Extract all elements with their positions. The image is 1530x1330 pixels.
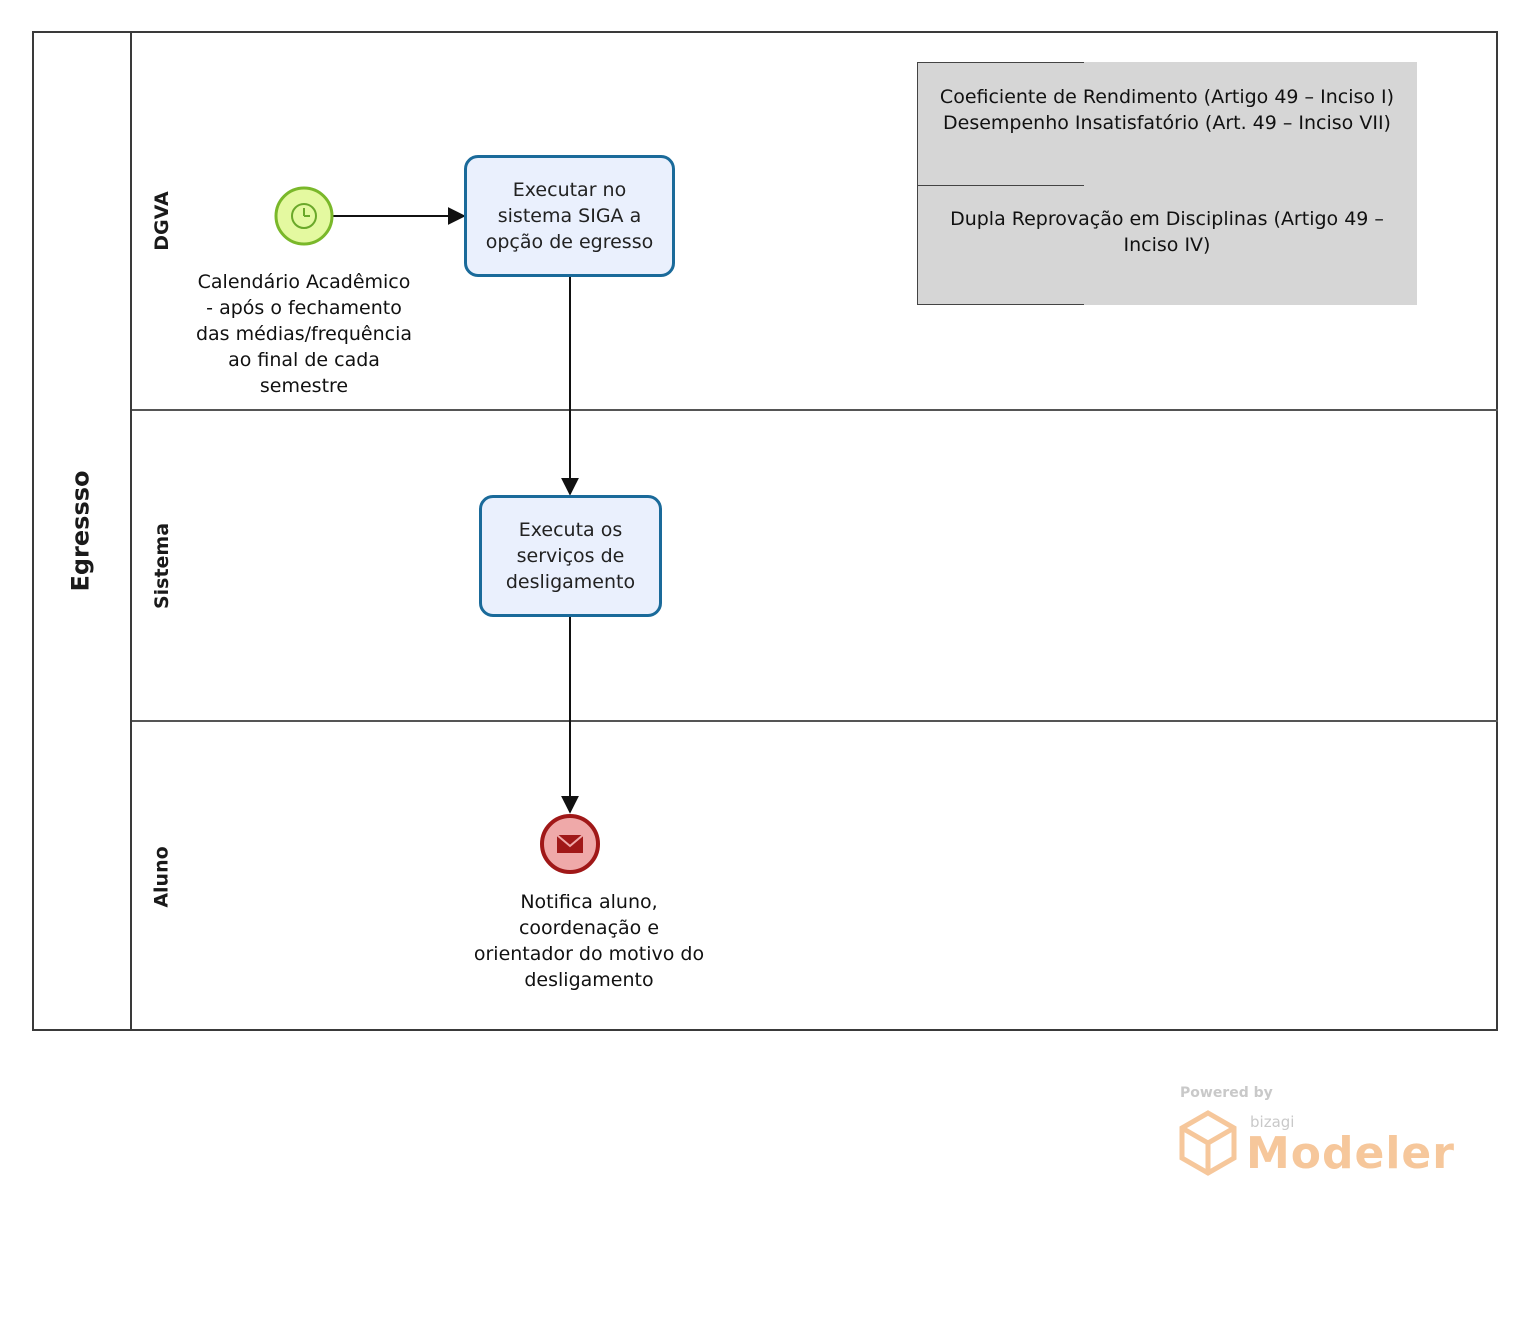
label-line: coordenação e — [518, 917, 660, 939]
annotation-section-2: Dupla Reprovação em Disciplinas (Artigo … — [917, 206, 1417, 258]
label-line: ao final de cada — [228, 349, 380, 371]
pool-header: Egressso — [32, 31, 132, 1031]
text-annotation[interactable] — [917, 62, 1417, 305]
clock-icon — [291, 203, 317, 229]
annotation-line: Coeficiente de Rendimento (Artigo 49 – I… — [939, 86, 1395, 108]
message-end-event[interactable] — [540, 814, 600, 874]
annotation-divider — [917, 185, 1084, 186]
timer-start-event[interactable] — [274, 186, 334, 246]
task-label-line: opção de egresso — [485, 231, 654, 253]
annotation-line: Desempenho Insatisfatório (Art. 49 – Inc… — [943, 112, 1391, 134]
label-line: - após o fechamento — [206, 297, 402, 319]
watermark-brand: bizagi — [1250, 1113, 1295, 1131]
lane-separator — [132, 720, 1498, 722]
label-line: desligamento — [524, 969, 654, 991]
annotation-line: Dupla Reprovação em Disciplinas (Artigo … — [950, 208, 1384, 230]
task-label-line: serviços de — [516, 545, 625, 567]
pool — [32, 31, 1498, 1031]
annotation-section-1: Coeficiente de Rendimento (Artigo 49 – I… — [917, 84, 1417, 136]
label-line: das médias/frequência — [195, 323, 413, 345]
label-line: Notifica aluno, — [520, 891, 658, 913]
label-line: semestre — [259, 375, 349, 397]
watermark-product: Modeler — [1246, 1128, 1455, 1179]
lane-separator — [132, 409, 1498, 411]
bizagi-logo-icon — [1179, 1110, 1237, 1176]
end-event-label: Notifica aluno, coordenação e orientador… — [459, 889, 719, 993]
task-executa-servicos[interactable]: Executa os serviços de desligamento — [479, 495, 662, 617]
annotation-bracket — [917, 62, 918, 305]
annotation-bracket — [917, 62, 1084, 63]
label-line: Calendário Acadêmico — [197, 271, 411, 293]
watermark-powered-by: Powered by — [1180, 1085, 1273, 1101]
task-executar-siga[interactable]: Executar no sistema SIGA a opção de egre… — [464, 155, 675, 277]
label-line: orientador do motivo do — [473, 943, 705, 965]
task-label-line: desligamento — [505, 571, 636, 593]
annotation-line: Inciso IV) — [1123, 234, 1211, 256]
envelope-icon — [556, 834, 584, 853]
start-event-label: Calendário Acadêmico - após o fechamento… — [184, 269, 424, 399]
task-label-line: Executar no — [512, 179, 627, 201]
task-label-line: sistema SIGA a — [497, 205, 642, 227]
annotation-bracket — [917, 304, 1084, 305]
task-label-line: Executa os — [518, 519, 623, 541]
